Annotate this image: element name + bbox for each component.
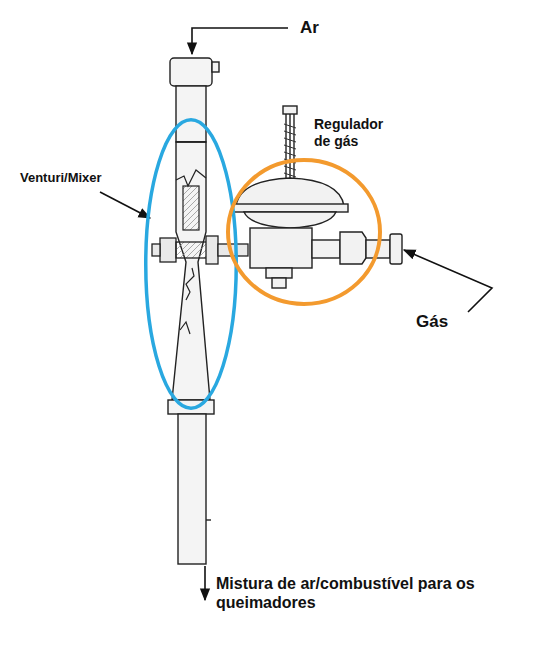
- spring-coil: [284, 145, 296, 149]
- spring-coil: [284, 173, 296, 177]
- spring-coil: [284, 166, 296, 170]
- outline-shape: [226, 158, 382, 306]
- part-label: Regulador de gás: [314, 116, 394, 150]
- outline-ellipse: [228, 160, 380, 304]
- spring-coil: [284, 131, 296, 135]
- part-label: Venturi/Mixer: [20, 170, 102, 186]
- gas-regulator: [232, 106, 402, 288]
- gas-label: Gás: [416, 312, 448, 332]
- spring-coil: [284, 138, 296, 142]
- spring: [284, 124, 296, 177]
- outline-shape: [144, 118, 238, 410]
- outline-ellipse: [146, 120, 237, 409]
- venturi-outline: Venturi/Mixer: [144, 118, 238, 410]
- air-label: Ar: [300, 18, 319, 38]
- spring-coil: [284, 152, 296, 156]
- spring-coil: [284, 124, 296, 128]
- leader-arrows: [100, 28, 492, 600]
- mixture-label: Mistura de ar/combustível para os queima…: [216, 574, 532, 612]
- regulator-outline: Regulador de gás: [226, 158, 382, 306]
